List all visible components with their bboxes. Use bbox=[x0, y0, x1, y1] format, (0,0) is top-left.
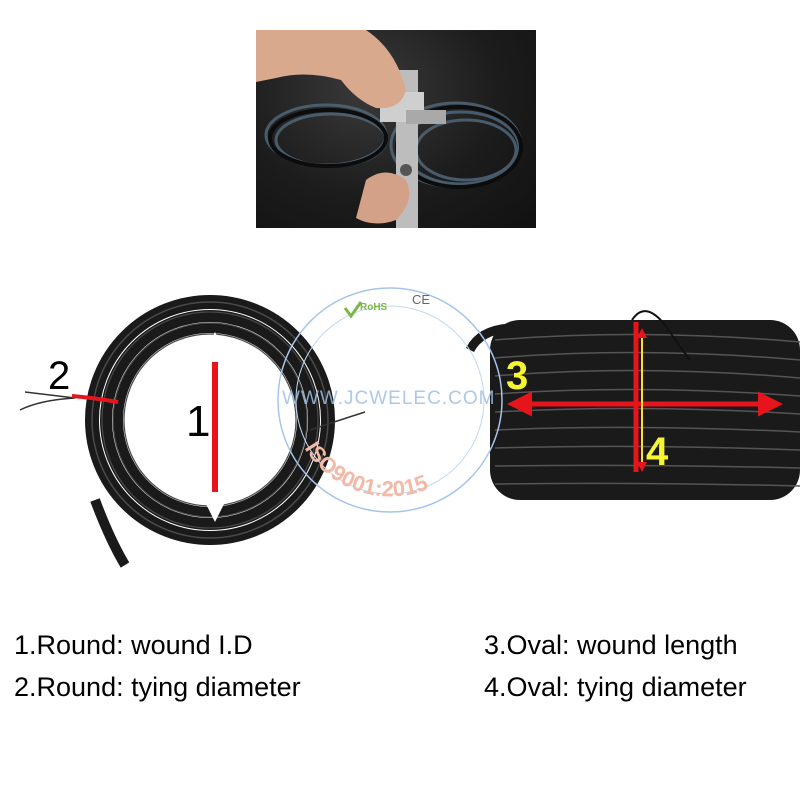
caliper-photo-illustration bbox=[256, 30, 523, 228]
caption-oval-tying-diameter: 4.Oval: tying diameter bbox=[484, 672, 747, 702]
caliper-measurement-photo bbox=[256, 30, 536, 228]
cable-coils-illustration bbox=[19, 295, 800, 568]
caption-round-wound-id: 1.Round: wound I.D bbox=[14, 630, 253, 660]
watermark-site-url: WWW.JCWELEC.COM bbox=[282, 388, 496, 409]
label-2: 2 bbox=[48, 354, 71, 398]
cable-diagram-scene: RoHS CE ISO9001:2015 WWW.JCWELEC.COM 1 2… bbox=[0, 280, 800, 600]
label-4: 4 bbox=[646, 430, 669, 474]
label-3: 3 bbox=[506, 354, 529, 398]
caption-legend: 1.Round: wound I.D 2.Round: tying diamet… bbox=[0, 626, 800, 716]
label-1: 1 bbox=[186, 397, 211, 446]
caption-oval-wound-length: 3.Oval: wound length bbox=[484, 630, 738, 660]
caption-round-tying-diameter: 2.Round: tying diameter bbox=[14, 672, 301, 702]
